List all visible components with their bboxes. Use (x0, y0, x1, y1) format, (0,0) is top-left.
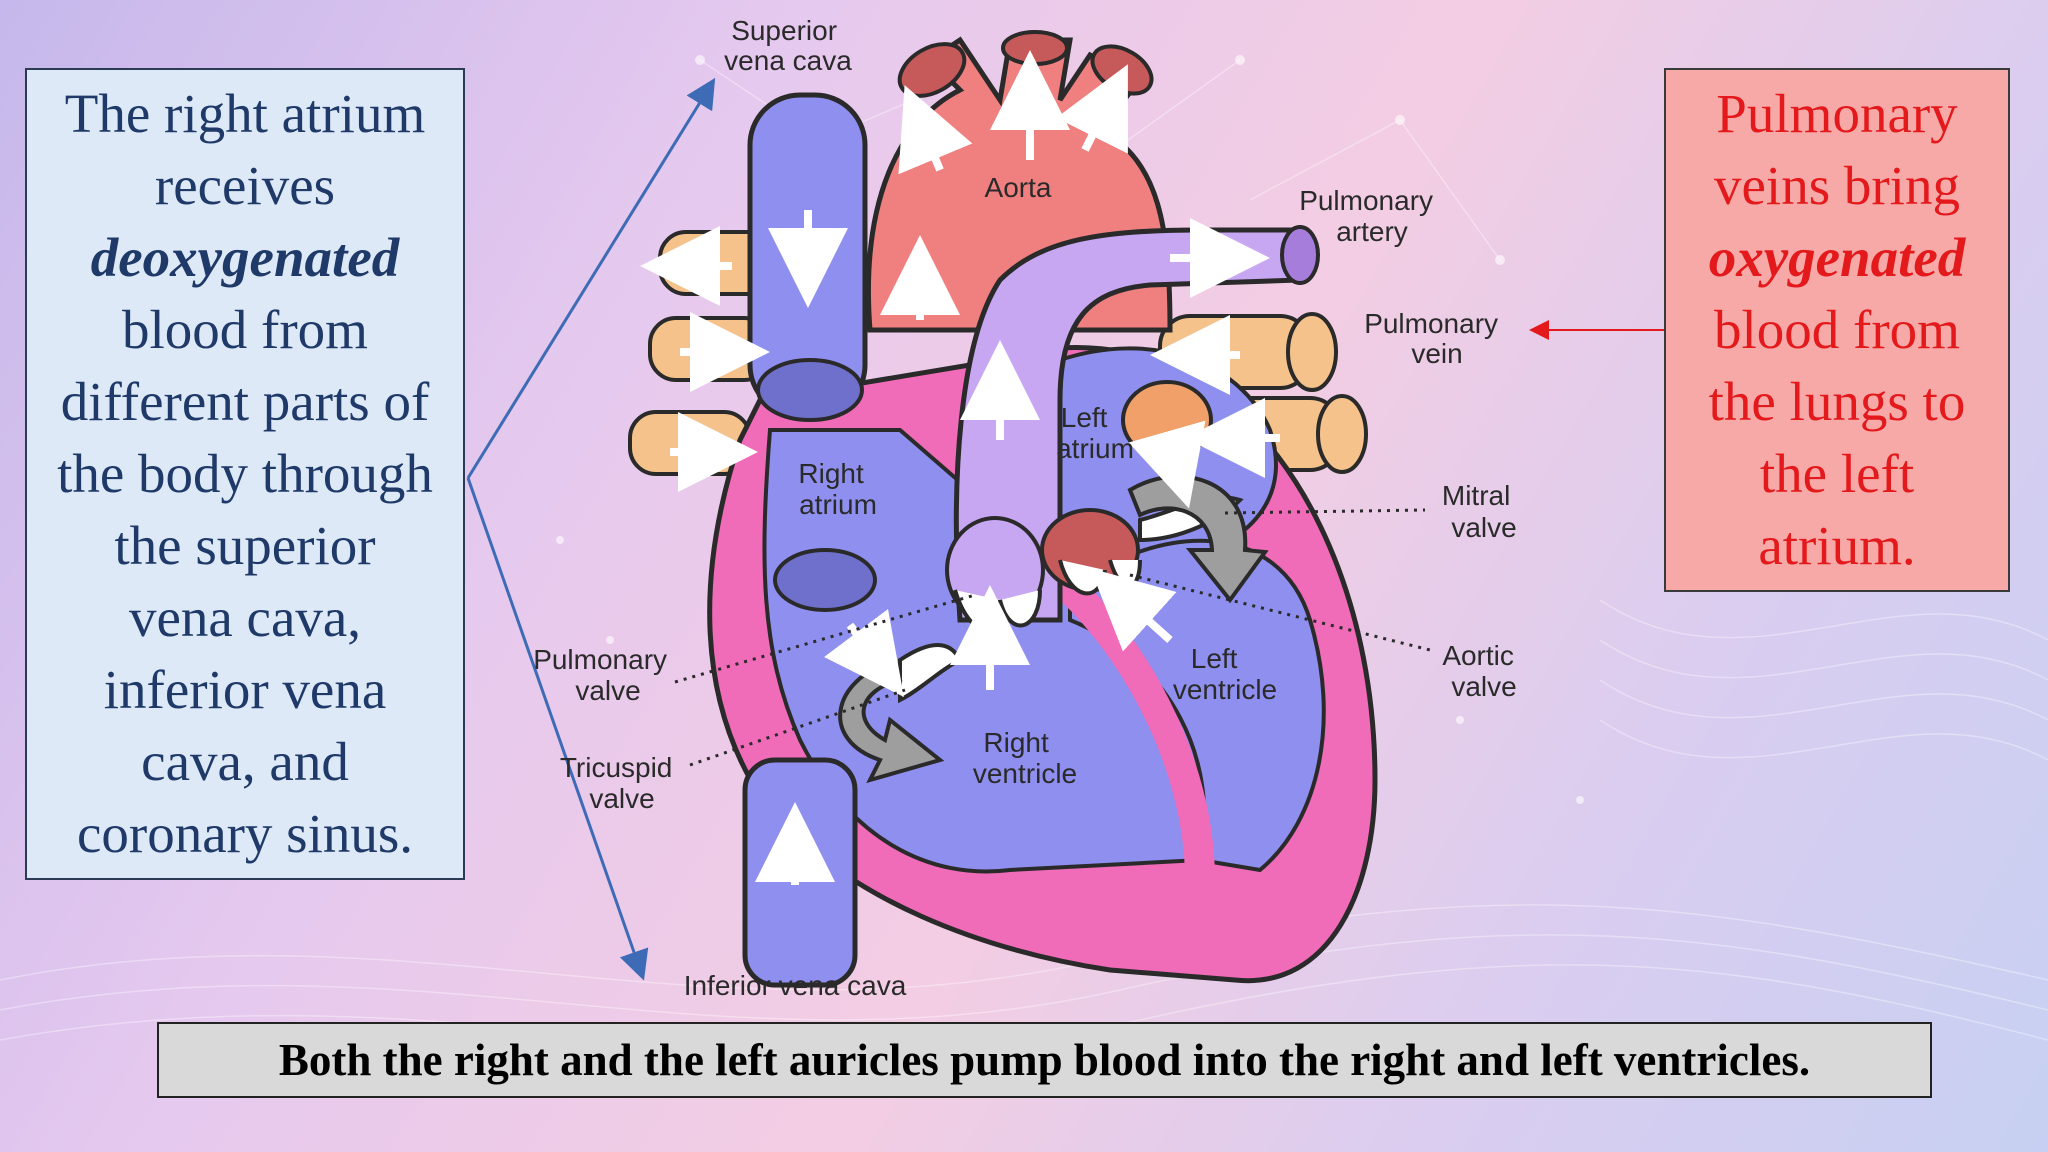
callout-line-superior (466, 77, 716, 479)
panel-line: cava, and (141, 731, 349, 792)
leader-lines (674, 508, 1431, 767)
panel-line: coronary sinus. (76, 803, 414, 864)
panel-line: The right atrium (64, 83, 426, 144)
panel-line: inferior vena (103, 659, 387, 720)
panel-line: different parts of (60, 371, 430, 432)
summary-banner-text: Both the right and the left auricles pum… (278, 1035, 1811, 1085)
panel-line: Pulmonary (1716, 83, 1958, 144)
label-mitral-valve: Mitral valve (1442, 480, 1518, 543)
label-aorta: Aorta (985, 172, 1052, 203)
blood-flow-arrows (640, 50, 1280, 885)
pulmonary-artery (953, 225, 1320, 623)
panel-line: blood from (1714, 299, 1960, 360)
label-left-atrium: Left atrium (1056, 402, 1134, 464)
pulmonary-veins-explanation-panel: Pulmonary veins bring oxygenated blood f… (1664, 68, 2010, 592)
panel-line: the left (1759, 443, 1915, 504)
panel-line: vena cava, (128, 587, 362, 648)
label-inferior-vena-cava: Inferior vena cava (684, 970, 907, 1001)
label-pulmonary-artery: Pulmonary artery (1299, 185, 1441, 247)
panel-line-emphasis: oxygenated (1708, 227, 1966, 288)
panel-line: blood from (122, 299, 368, 360)
label-left-ventricle: Left ventricle (1173, 643, 1277, 705)
label-aortic-valve: Aortic valve (1442, 640, 1521, 702)
label-pulmonary-vein: Pulmonary vein (1364, 308, 1506, 369)
panel-line: veins bring (1714, 155, 1960, 216)
panel-line-emphasis: deoxygenated (90, 227, 400, 288)
label-tricuspid-valve: Tricuspid valve (560, 752, 680, 814)
label-right-atrium: Right atrium (798, 458, 876, 520)
label-pulmonary-valve: Pulmonary valve (533, 644, 675, 706)
panel-line: the body through (57, 443, 433, 504)
label-right-ventricle: Right ventricle (973, 727, 1077, 789)
panel-line: the lungs to (1708, 371, 1966, 432)
callout-line-inferior (466, 477, 649, 981)
label-superior-vena-cava: Superior vena cava (724, 15, 852, 76)
aortic-valve (1040, 508, 1142, 596)
panel-line: receives (154, 155, 336, 216)
right-atrium-explanation-panel: The right atrium receives deoxygenated b… (25, 68, 465, 880)
panel-line: the superior (114, 515, 376, 576)
panel-line: atrium. (1758, 515, 1916, 576)
summary-banner: Both the right and the left auricles pum… (157, 1022, 1932, 1098)
